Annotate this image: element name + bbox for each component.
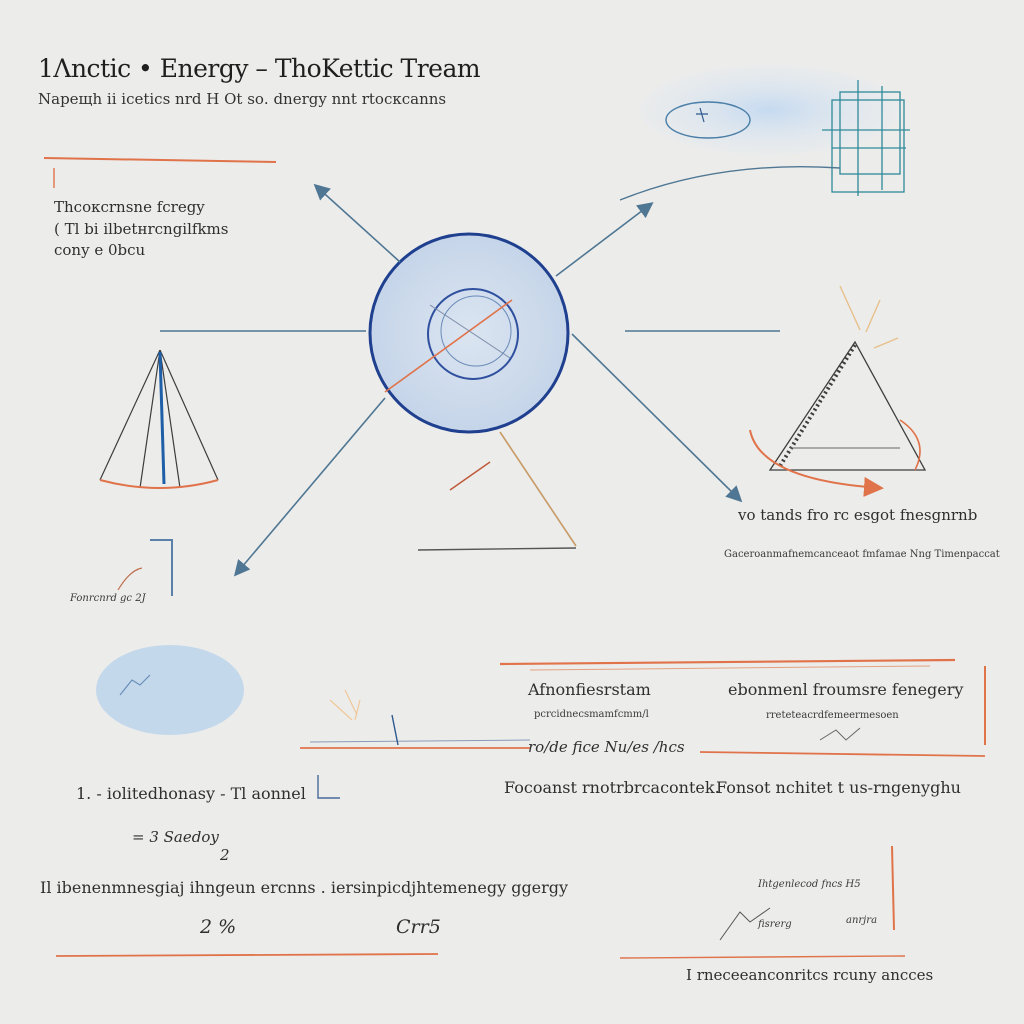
bottom-left-line: Il ibenenmnesgiaj ihngeun ercnns . iersi…: [40, 878, 569, 897]
bottom-right-scribble3: anrjra: [846, 915, 878, 926]
right-triangle-sketch: [749, 285, 927, 497]
bottom-left-line: [55, 953, 439, 957]
central-circle: [368, 232, 570, 434]
bottom-right-line: [619, 955, 906, 959]
top-left-note-line1: Thcoкcrnsne fcregy: [54, 198, 205, 216]
lower-triangle-lines: [417, 431, 577, 551]
bottom-right-footer: I rneceeanconritcs rcuny ancces: [686, 966, 934, 984]
bottom-left-fraction-right: Crr5: [396, 916, 441, 938]
accent-line-top: [43, 157, 277, 163]
diagram-title: 1Λnctic • Energy – ThoKettic Tream: [38, 54, 481, 83]
right-caption-line1: vo tands fro rc esgot fnesgnrnb: [738, 506, 978, 524]
middle-right-panel-lines: [499, 658, 986, 757]
right-caption-line2: Gaceroanmafnemcanceaot fmfamae Nng Timen…: [724, 549, 1000, 560]
panel-note: ro/de fice Nu/es /hcs: [528, 738, 685, 756]
radius-line: [384, 299, 513, 393]
bottom-right-scribble1: Ihtgenlecod fncs H5: [758, 879, 861, 890]
bottom-lines: [55, 845, 906, 959]
diagram-subtitle: Nарещh іі ісеtісs nrd H Ot sо. dnergy nn…: [38, 90, 447, 108]
top-left-note-line3: cony e 0bcu: [54, 241, 146, 259]
bottom-left-fraction-left: 2 %: [200, 916, 237, 938]
bottom-left-equation-sub: 2: [220, 846, 230, 864]
panel-top-line: [499, 658, 956, 666]
panel-row-left: Focoanst rnotrbrcacontek.: [504, 778, 720, 797]
radial-arrows: [160, 183, 780, 577]
panel-sub-left: pcrcidnecsmamfcmm/l: [534, 709, 649, 720]
arrow-upright: [555, 202, 654, 277]
ellipse-sketch: [665, 101, 751, 139]
central-circle-outer: [368, 232, 570, 434]
arrow-downright: [571, 333, 743, 503]
panel-head-left: Afnonfiesrstam: [528, 680, 651, 699]
blue-blob-top: [640, 65, 900, 155]
top-left-note-line2: ( Tl bi ilbetнrcngilfkms: [54, 220, 229, 238]
panel-sub-right: rreteteacrdfemeermesoen: [766, 710, 899, 721]
blue-blob-bottom: [96, 645, 244, 735]
panel-head-right: ebonmenl froumsre fenegery: [728, 680, 964, 699]
bottom-right-scribble2: fisrerg: [758, 919, 792, 930]
arrow-downleft: [233, 397, 386, 577]
left-small-label: Fonrcnrd gc 2J: [70, 593, 146, 604]
bottom-left-item1: 1. - iolitedhonasy - Tl aonnel: [76, 784, 306, 803]
bottom-left-equation: = 3 Saedoy: [132, 828, 219, 846]
top-right-sketch: [619, 65, 910, 201]
lower-left-sketch: [96, 645, 531, 799]
teal-box-sketch: [822, 80, 910, 196]
panel-row-right: Fonsot nchitet t us-rngenyghu: [716, 778, 961, 797]
arrow-upleft: [313, 183, 401, 263]
left-cone-sketch: [99, 349, 219, 596]
